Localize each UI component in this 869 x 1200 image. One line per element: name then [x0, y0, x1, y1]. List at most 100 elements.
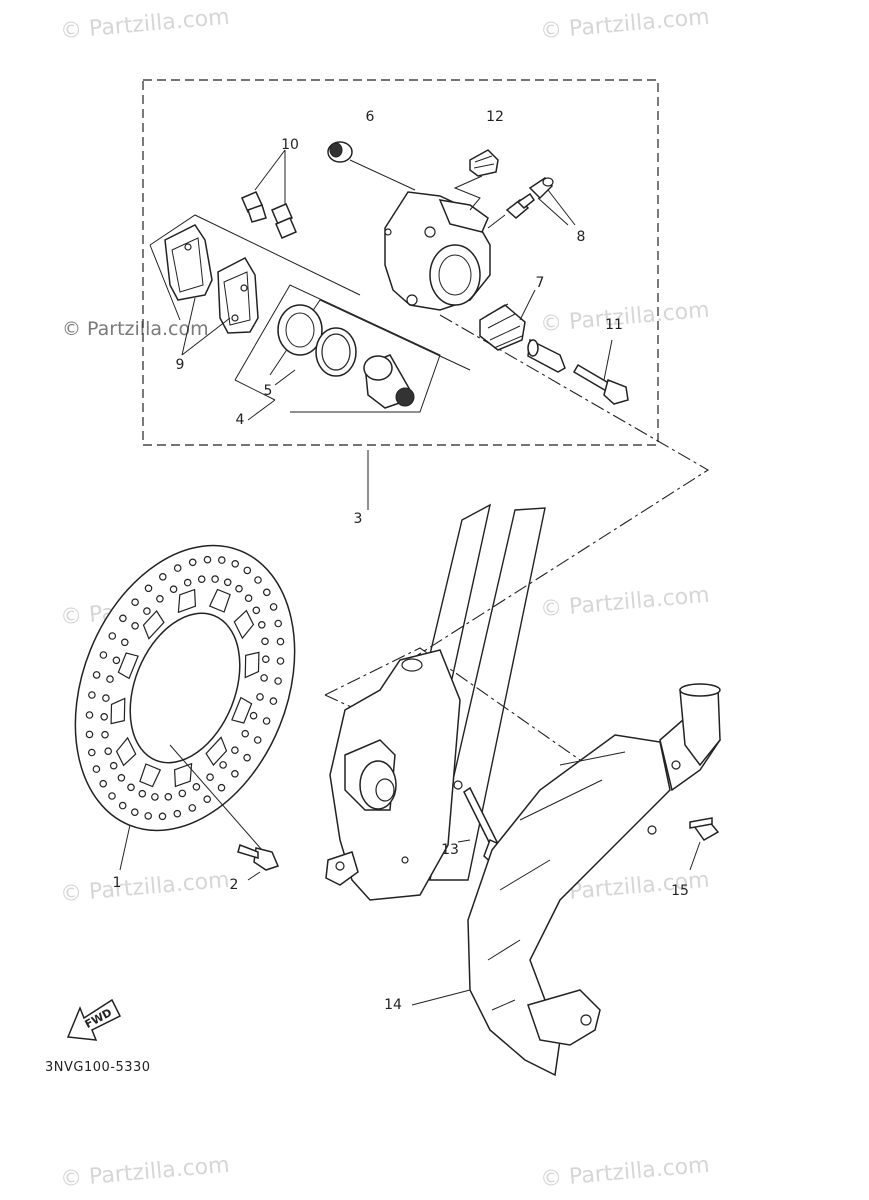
piston [363, 354, 415, 409]
bleed-cap [528, 177, 576, 226]
disc-spoke-cutout [233, 609, 255, 640]
disc-drill-hole [211, 575, 219, 583]
callout-14: 14 [384, 997, 402, 1013]
disc-drill-hole [231, 559, 240, 568]
disc-guard [467, 683, 721, 1077]
disc-drill-hole [164, 792, 173, 801]
brake-pad-right [217, 257, 259, 334]
callout-8: 8 [576, 229, 586, 245]
disc-drill-hole [156, 594, 164, 603]
disc-spoke-cutout [208, 588, 231, 613]
callout-3: 3 [353, 511, 363, 527]
callout-11: 11 [605, 317, 623, 333]
callout-7: 7 [535, 275, 545, 291]
disc-drill-hole [118, 801, 127, 810]
disc-drill-hole [262, 717, 271, 725]
disc-drill-hole [243, 566, 252, 575]
disc-spoke-cutout [110, 697, 126, 725]
disc-drill-hole [252, 606, 261, 615]
caliper-assembly-box [142, 79, 659, 446]
disc-drill-hole [203, 795, 212, 804]
disc-drill-hole [108, 632, 117, 640]
callout-15: 15 [671, 883, 689, 899]
disc-drill-hole [188, 558, 197, 567]
disc-drill-hole [112, 656, 121, 665]
disc-drill-hole [243, 753, 251, 762]
callout-12: 12 [486, 109, 504, 125]
pad-clips [241, 149, 297, 239]
guard-screw [689, 817, 720, 871]
forward-direction-arrow [66, 998, 122, 1041]
drawing-code: 3NVG100-5330 [45, 1060, 151, 1075]
disc-drill-hole [276, 657, 285, 665]
disc-drill-hole [197, 575, 206, 584]
disc-drill-hole [106, 675, 114, 683]
disc-drill-hole [253, 736, 262, 744]
pin-sleeve [527, 338, 566, 373]
disc-drill-hole [262, 588, 271, 597]
disc-drill-hole [109, 761, 118, 770]
disc-drill-hole [260, 674, 268, 682]
disc-drill-hole [100, 712, 109, 721]
disc-drill-hole [218, 556, 226, 564]
callout-2: 2 [229, 877, 239, 893]
disc-drill-hole [127, 783, 135, 792]
callout-9: 9 [175, 357, 185, 373]
disc-drill-hole [206, 773, 214, 782]
disc-drill-hole [85, 711, 94, 719]
disc-drill-hole [169, 585, 178, 594]
disc-spoke-cutout [244, 651, 260, 679]
disc-drill-hole [144, 584, 153, 593]
disc-drill-hole [178, 789, 187, 798]
caliper-body [384, 191, 491, 311]
disc-drill-hole [217, 783, 226, 792]
disc-drill-hole [274, 619, 283, 628]
disc-drill-hole [117, 773, 126, 782]
disc-drill-hole [261, 637, 269, 646]
brake-pad-left [164, 224, 213, 301]
disc-spoke-cutout [139, 763, 162, 788]
disc-drill-hole [88, 748, 96, 757]
disc-drill-hole [269, 697, 278, 705]
callout-5: 5 [263, 383, 273, 399]
disc-spoke-cutout [231, 696, 253, 724]
disc-spoke-cutout [117, 652, 139, 680]
disc-drill-hole [92, 765, 101, 773]
disc-drill-hole [183, 578, 192, 587]
disc-drill-hole [85, 730, 94, 739]
disc-spoke-cutout [173, 762, 193, 788]
callout-4: 4 [235, 412, 245, 428]
bleed-screw [487, 192, 536, 229]
disc-spoke-cutout [142, 610, 165, 640]
piston-seal [277, 304, 357, 377]
disc-drill-hole [276, 637, 285, 646]
disc-drill-hole [99, 779, 108, 788]
slide-pin-boot [479, 289, 536, 351]
disc-drill-hole [244, 594, 253, 603]
disc-drill-hole [159, 572, 167, 581]
disc-bolt [237, 844, 280, 881]
disc-drill-hole [151, 793, 159, 801]
disc-drill-hole [108, 792, 116, 800]
disc-drill-hole [131, 598, 139, 607]
disc-drill-hole [92, 671, 101, 679]
disc-drill-hole [131, 621, 139, 630]
disc-drill-hole [223, 578, 232, 587]
disc-drill-hole [173, 564, 182, 572]
disc-drill-hole [231, 769, 239, 778]
bushing [327, 141, 416, 191]
disc-drill-hole [241, 729, 250, 738]
fork-leg [325, 503, 546, 901]
disc-spoke-cutout [115, 736, 137, 767]
disc-drill-hole [235, 584, 243, 593]
disc-drill-hole [144, 812, 153, 820]
brake-disc [74, 544, 296, 832]
disc-spoke-cutout [205, 736, 228, 766]
disc-drill-hole [143, 607, 151, 615]
disc-drill-hole [192, 782, 201, 791]
disc-drill-hole [131, 808, 139, 817]
disc-spoke-cutout [177, 588, 197, 614]
disc-drill-hole [158, 812, 167, 821]
